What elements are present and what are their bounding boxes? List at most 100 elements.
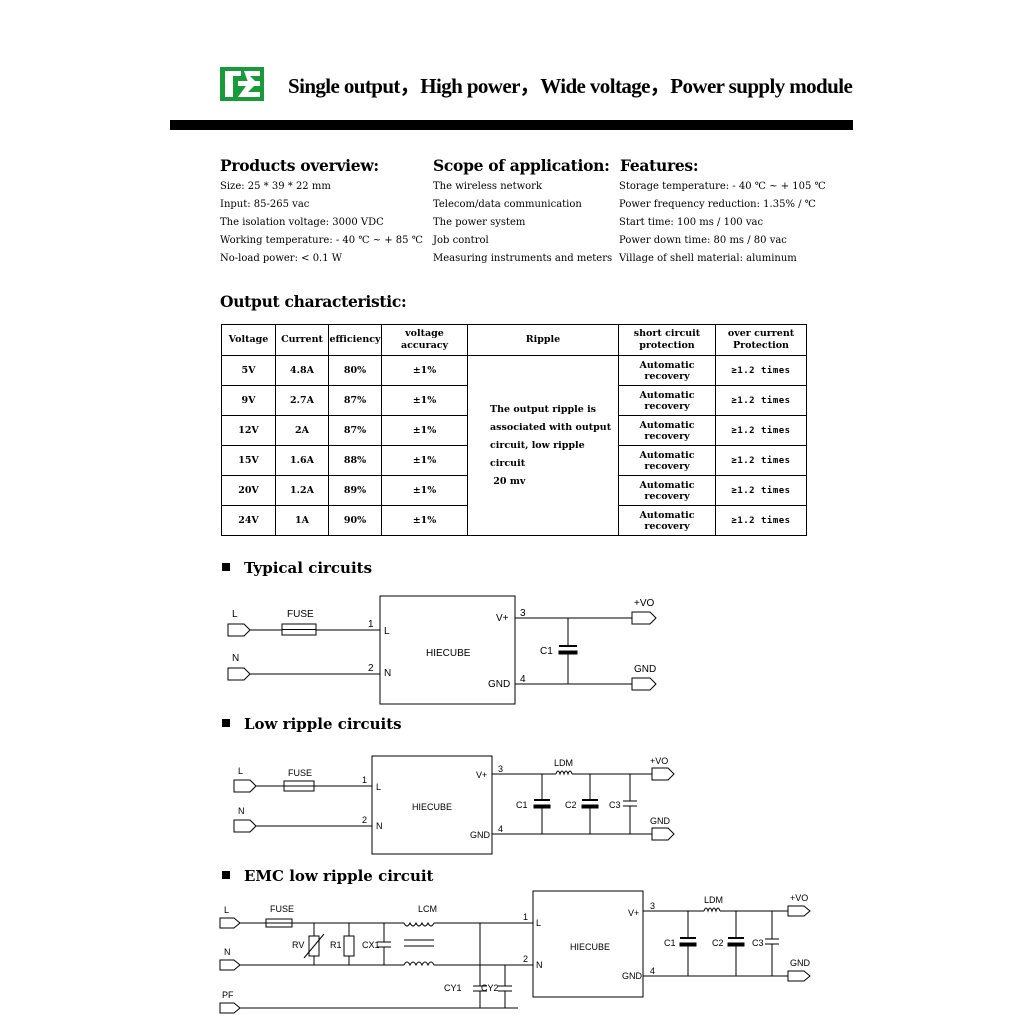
overview-item: No-load power: < 0.1 W	[220, 253, 343, 264]
cell-voltage: 24V	[221, 505, 276, 536]
scope-item: The wireless network	[433, 181, 543, 192]
label-pin4: 4	[650, 966, 655, 976]
scope-item: The power system	[433, 217, 526, 228]
cell-over: ≥1.2 times	[715, 385, 807, 416]
cell-accuracy: ±1%	[381, 505, 468, 536]
label-module: HIECUBE	[412, 802, 452, 812]
scope-list: The wireless network Telecom/data commun…	[433, 178, 612, 268]
label-in-l: L	[536, 918, 541, 928]
ripple-line: The output ripple is	[490, 403, 597, 415]
label-fuse: FUSE	[287, 609, 314, 620]
typical-circuits-heading: Typical circuits	[222, 559, 372, 577]
label-c1: C1	[516, 800, 528, 810]
lcm-coil-top	[403, 921, 435, 927]
scope-heading: Scope of application:	[433, 156, 610, 175]
label-pin4: 4	[498, 824, 503, 834]
cell-short: Automatic recovery	[618, 505, 716, 536]
cell-over: ≥1.2 times	[715, 445, 807, 476]
col-current: Current	[275, 324, 329, 356]
emc-heading-text: EMC low ripple circuit	[244, 867, 434, 885]
terminal-l	[219, 917, 241, 929]
ripple-line: associated with output	[490, 421, 612, 433]
company-logo	[220, 67, 264, 101]
ldm-inductor	[703, 907, 721, 913]
features-item: Start time: 100 ms / 100 vac	[619, 217, 764, 228]
typical-circuit-diagram: L N FUSE 1 2 L N HIECUBE V+ GND 3 4 C1 +…	[227, 595, 657, 705]
cell-efficiency: 90%	[328, 505, 382, 536]
cell-voltage: 15V	[221, 445, 276, 476]
terminal-gnd	[651, 827, 675, 841]
col-short-line1: short circuit	[633, 328, 701, 339]
label-gnd: GND	[650, 816, 671, 826]
col-efficiency: efficiency	[328, 324, 382, 356]
table-row: 24V 1A 90% ±1% Automatic recovery ≥1.2 t…	[221, 505, 807, 536]
cell-short: Automatic recovery	[618, 385, 716, 416]
terminal-vo	[631, 611, 657, 625]
label-pin1: 1	[523, 912, 528, 922]
scope-item: Measuring instruments and meters	[433, 253, 613, 264]
label-fuse: FUSE	[270, 904, 294, 914]
output-heading: Output characteristic:	[220, 292, 407, 311]
table-row: 15V 1.6A 88% ±1% Automatic recovery ≥1.2…	[221, 445, 807, 476]
label-c1: C1	[540, 646, 553, 657]
cell-efficiency: 87%	[328, 415, 382, 446]
label-fuse: FUSE	[288, 768, 312, 778]
cell-voltage: 20V	[221, 475, 276, 506]
features-item: Village of shell material: aluminum	[619, 253, 797, 264]
ripple-line: 20 mv	[490, 475, 526, 487]
cell-over: ≥1.2 times	[715, 475, 807, 506]
label-c2: C2	[712, 938, 724, 948]
output-table: Voltage Current efficiency voltage accur…	[221, 324, 807, 536]
cell-efficiency: 80%	[328, 355, 382, 386]
label-gnd-pin: GND	[622, 971, 643, 981]
cell-accuracy: ±1%	[381, 475, 468, 506]
overview-item: Working temperature: - 40 ℃ ~ + 85 ℃	[220, 235, 423, 246]
cell-current: 1.6A	[275, 445, 329, 476]
typical-circuits-heading-text: Typical circuits	[244, 559, 373, 577]
label-gnd: GND	[634, 664, 656, 675]
hiecube-module	[532, 890, 644, 998]
cell-current: 2A	[275, 415, 329, 446]
terminal-l	[233, 779, 257, 793]
features-item: Storage temperature: - 40 ℃ ~ + 105 ℃	[619, 181, 826, 192]
label-vplus: V+	[628, 908, 639, 918]
hiecube-module	[371, 755, 493, 855]
terminal-n	[233, 819, 257, 833]
scope-item: Job control	[433, 235, 489, 246]
label-ldm: LDM	[554, 758, 573, 768]
scope-item: Telecom/data communication	[433, 199, 582, 210]
label-in-n: N	[536, 960, 543, 970]
table-header-row: Voltage Current efficiency voltage accur…	[221, 324, 807, 356]
terminal-gnd	[787, 970, 811, 982]
hiecube-module	[379, 595, 516, 705]
cell-accuracy: ±1%	[381, 355, 468, 386]
label-pin1: 1	[368, 619, 374, 630]
label-ldm: LDM	[704, 895, 723, 905]
low-ripple-heading: Low ripple circuits	[222, 715, 402, 733]
cell-voltage: 9V	[221, 385, 276, 416]
features-list: Storage temperature: - 40 ℃ ~ + 105 ℃ Po…	[619, 178, 826, 268]
label-cy1: CY1	[444, 983, 462, 993]
label-lcm: LCM	[418, 904, 437, 914]
overview-item: Size: 25 * 39 * 22 mm	[220, 181, 331, 192]
cell-short: Automatic recovery	[618, 475, 716, 506]
label-pin1: 1	[362, 775, 367, 785]
overview-item: Input: 85-265 vac	[220, 199, 310, 210]
label-pin4: 4	[520, 674, 526, 685]
label-pin3: 3	[498, 764, 503, 774]
cell-accuracy: ±1%	[381, 415, 468, 446]
emc-circuit-diagram: L N PF FUSE RV R1 CX1 LCM CY1 CY2 1 2 L …	[219, 890, 811, 1014]
terminal-vo	[787, 905, 811, 917]
terminal-n	[219, 959, 241, 971]
label-in-l: L	[384, 626, 390, 637]
ldm-inductor	[555, 770, 573, 776]
col-over-line2: Protection	[733, 340, 789, 351]
label-module: HIECUBE	[426, 648, 471, 659]
label-in-l: L	[376, 782, 381, 792]
cell-current: 1A	[275, 505, 329, 536]
label-in-n: N	[384, 668, 391, 679]
bullet-square	[222, 719, 230, 727]
label-gnd: GND	[790, 958, 811, 968]
ripple-line: circuit, low ripple circuit	[490, 439, 585, 469]
cell-over: ≥1.2 times	[715, 505, 807, 536]
